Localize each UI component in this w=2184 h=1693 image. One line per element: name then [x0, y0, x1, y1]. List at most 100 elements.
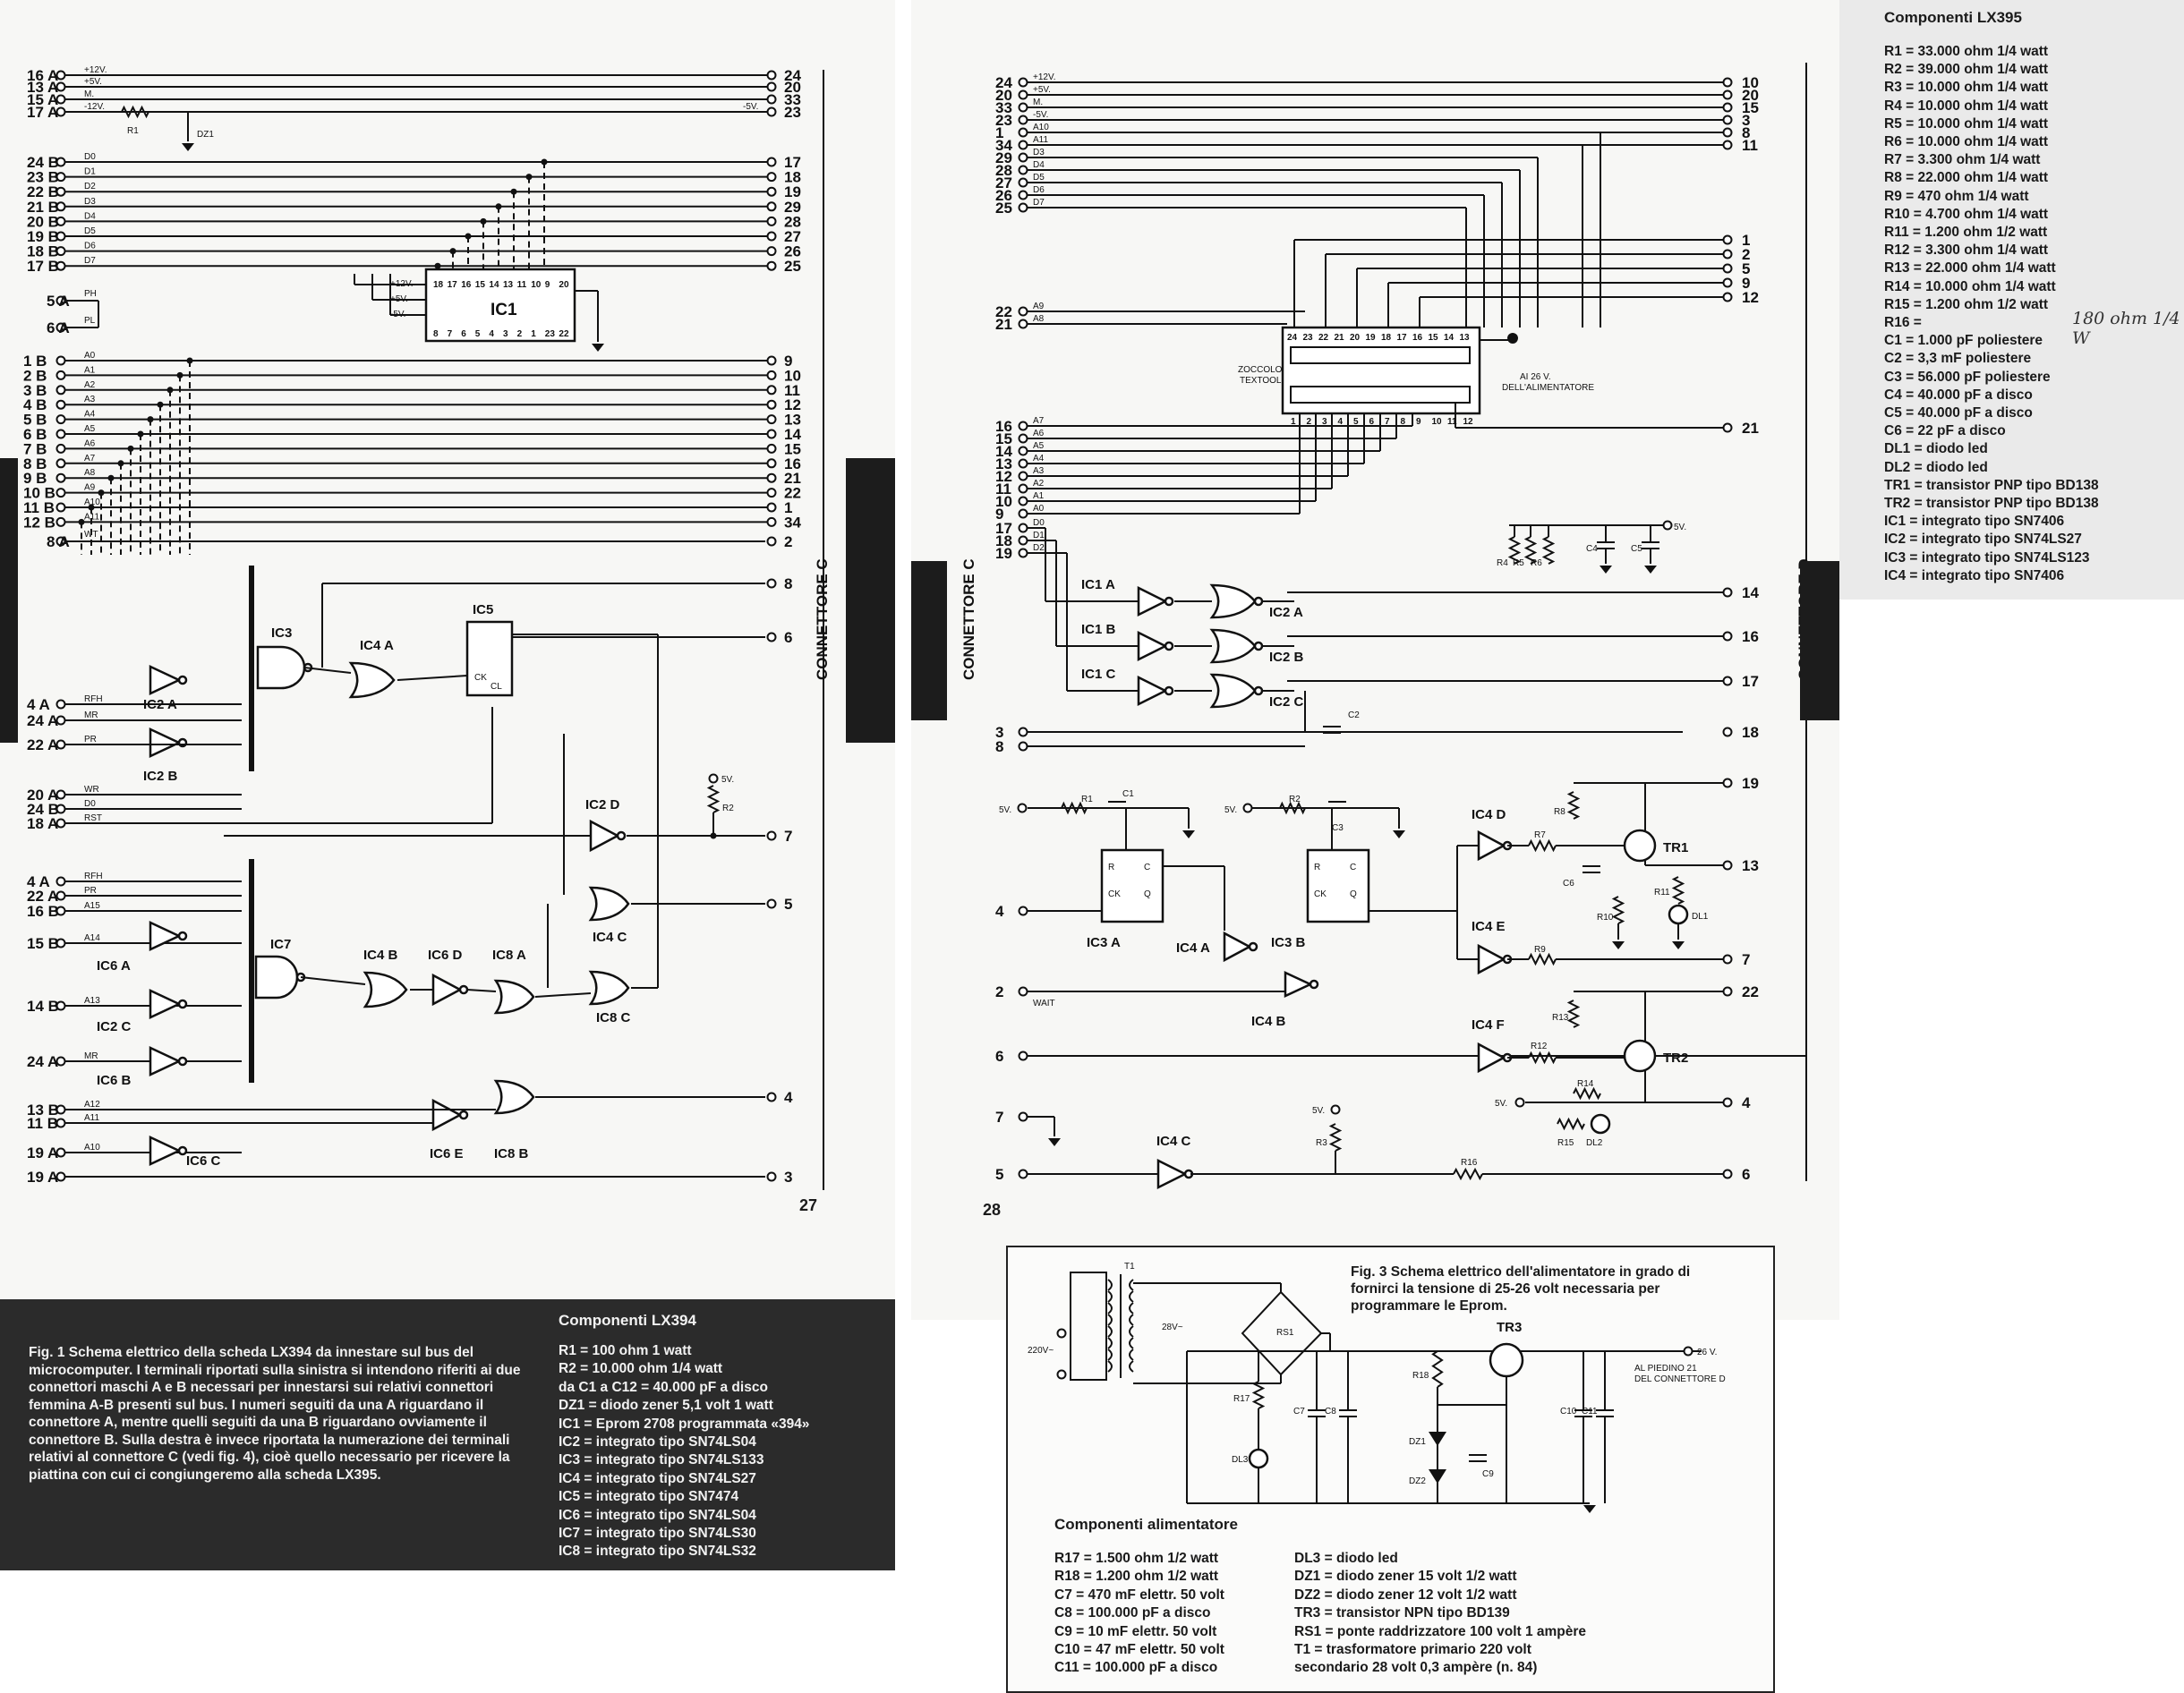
- resistor: [1541, 536, 1556, 565]
- pin-label: 12: [1742, 289, 1759, 306]
- parts-list-item: R9 = 470 ohm 1/4 watt: [1884, 188, 2029, 204]
- transformer-coil: [1129, 1348, 1134, 1361]
- terminal-left: [55, 804, 66, 814]
- pin-label: 8: [995, 738, 1003, 755]
- socket-pin-number: 22: [1318, 333, 1329, 343]
- ic3-gate: [256, 645, 306, 690]
- pin-label: 20: [1742, 87, 1759, 104]
- resistor-r7: [1528, 838, 1557, 853]
- pin-label: 20: [995, 87, 1012, 104]
- component-label: DZ1: [197, 130, 214, 140]
- terminal-left: [1018, 906, 1028, 916]
- signal-label: D1: [1033, 531, 1045, 540]
- terminal-left: [55, 355, 66, 366]
- terminal-left: [1018, 177, 1028, 188]
- parts-list-item: TR3 = transistor NPN tipo BD139: [1294, 1605, 1510, 1621]
- signal-label: D0: [84, 152, 96, 162]
- component-label: 26 V.: [1697, 1348, 1717, 1357]
- parts-list-item: R1 = 33.000 ohm 1/4 watt: [1884, 44, 2049, 59]
- pin-label: 3: [995, 724, 1003, 741]
- parts-list-item: R16 =: [1884, 315, 1922, 331]
- terminal-left: [55, 81, 66, 92]
- page-number: 27: [799, 1196, 818, 1214]
- parts-list-item: R3 = 10.000 ohm 1/4 watt: [1884, 80, 2049, 96]
- ic-label: IC4 C: [593, 930, 627, 945]
- terminal-right: [1722, 292, 1733, 302]
- component-label: R12: [1531, 1042, 1548, 1051]
- gate-bubble: [1253, 596, 1264, 607]
- tr1-transistor: [1623, 829, 1657, 863]
- pin-label: 2 B: [23, 367, 47, 384]
- terminal-right: [766, 502, 777, 513]
- terminal-left: [1018, 483, 1028, 494]
- component-label: DL2: [1586, 1138, 1603, 1148]
- terminal-right: [1722, 234, 1733, 245]
- inverter-bubble: [177, 675, 188, 685]
- parts-list-item: TR2 = transistor PNP tipo BD138: [1884, 496, 2099, 512]
- pin-label: 24 A: [27, 1053, 58, 1070]
- component-label: R14: [1577, 1079, 1594, 1089]
- ic2a-inverter: [149, 665, 182, 695]
- socket-pin-number: 24: [1287, 333, 1298, 343]
- component-label: 28V~: [1162, 1323, 1183, 1332]
- pin-label: 8 B: [23, 455, 47, 472]
- terminal-left: [1018, 89, 1028, 100]
- parts-list-item: R12 = 3.300 ohm 1/4 watt: [1884, 242, 2049, 259]
- component-label: R7: [1534, 830, 1546, 840]
- ic-label: IC8 A: [492, 948, 526, 963]
- transformer-coil: [1129, 1325, 1134, 1338]
- terminal-left: [1018, 1051, 1028, 1061]
- ic1-pin-number: 20: [559, 280, 569, 290]
- resistor-r17: [1251, 1381, 1266, 1409]
- terminal-left: [55, 370, 66, 380]
- component-label: DZ2: [1409, 1476, 1426, 1486]
- parts-list-item: R11 = 1.200 ohm 1/2 watt: [1884, 225, 2048, 241]
- pin-label: 15: [1742, 99, 1759, 116]
- terminal-left: [55, 414, 66, 425]
- ic4d-inverter: [1477, 829, 1506, 862]
- ic-label: IC5: [473, 602, 493, 617]
- signal-label: A12: [84, 1100, 100, 1110]
- signal-label: A6: [1033, 429, 1045, 438]
- pin-label: 20 B: [27, 213, 59, 230]
- parts-list-item: R8 = 22.000 ohm 1/4 watt: [1884, 170, 2049, 186]
- component-label: R15: [1557, 1138, 1574, 1148]
- signal-label: +5V.: [84, 77, 102, 87]
- terminal-right: [1722, 277, 1733, 288]
- component-label: DL3: [1232, 1455, 1249, 1465]
- ic1-label: IC1: [491, 301, 517, 319]
- pin-label: 4: [995, 903, 1004, 920]
- signal-label: RFH: [84, 694, 103, 704]
- page-edge-tab-right: [1800, 561, 1839, 720]
- pin-label: 6 B: [23, 426, 47, 443]
- terminal-right: [766, 1092, 777, 1102]
- resistor-r3: [1328, 1123, 1343, 1152]
- inverter-bubble: [177, 1056, 188, 1067]
- terminal-left: [55, 216, 66, 226]
- parts-list-item: R2 = 39.000 ohm 1/4 watt: [1884, 62, 2049, 78]
- ic1-pin-number: 7: [448, 329, 453, 339]
- signal-label: A4: [84, 410, 96, 420]
- ground-symbol: [1644, 566, 1657, 574]
- ic4c-inverter: [1156, 1158, 1188, 1190]
- signal-label: A8: [84, 468, 96, 478]
- terminal-right: [766, 830, 777, 841]
- terminal-left: [55, 1147, 66, 1158]
- pin-label: 5: [1742, 260, 1750, 277]
- component-label: DZ1: [1409, 1437, 1426, 1447]
- parts-list-item: DL2 = diodo led: [1884, 459, 1988, 475]
- signal-label: D0: [84, 799, 96, 809]
- terminal-right: [1722, 986, 1733, 997]
- pin-label: 5: [784, 896, 792, 913]
- component-label: DL1: [1692, 912, 1709, 922]
- terminal-right: [1722, 1097, 1733, 1108]
- signal-label: A11: [84, 512, 99, 522]
- transformer-coil: [1129, 1279, 1134, 1291]
- tr2-transistor: [1623, 1039, 1657, 1073]
- parts-list-item: da C1 a C12 = 40.000 pF a disco: [559, 1379, 768, 1395]
- pin-label: 33: [995, 99, 1012, 116]
- terminal-right: [1722, 860, 1733, 871]
- parts-list-item: IC7 = integrato tipo SN74LS30: [559, 1526, 756, 1542]
- psu-note: DELL'ALIMENTATORE: [1502, 383, 1594, 393]
- terminal-right: [1722, 422, 1733, 433]
